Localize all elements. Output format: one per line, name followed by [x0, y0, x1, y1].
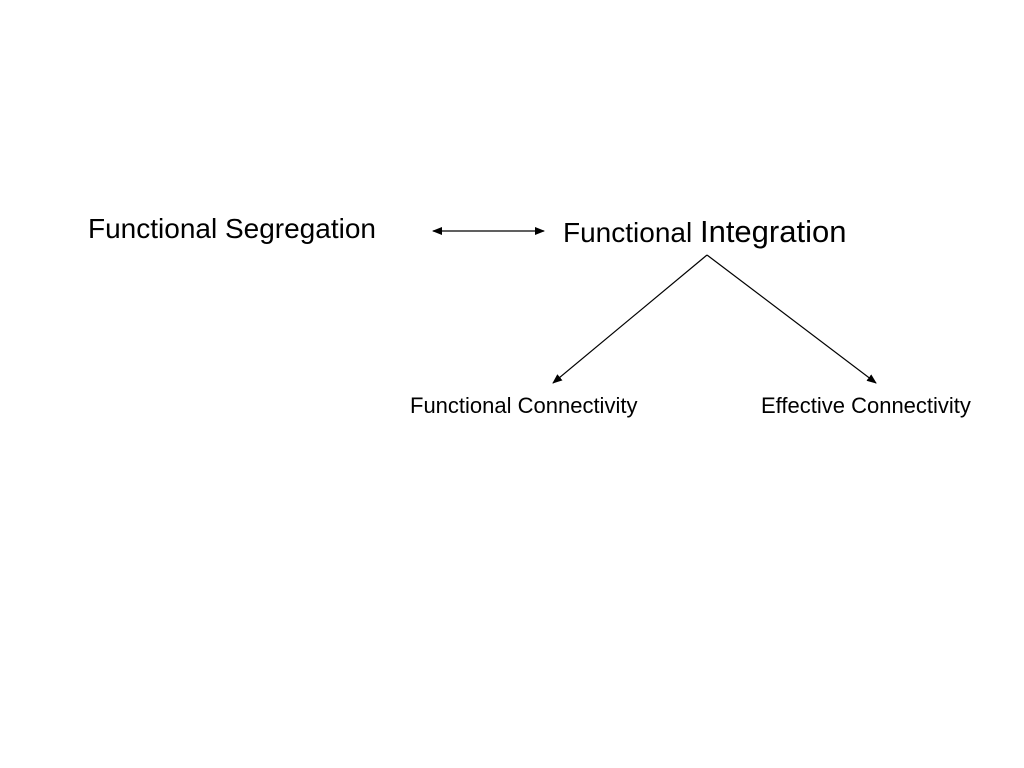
integration-word-text: Integration	[699, 214, 847, 249]
functional-integration-label: Functional Integration	[563, 216, 846, 247]
functional-segregation-label: Functional Segregation	[88, 213, 376, 244]
integration-to-effective-connectivity-arrow	[706, 254, 877, 384]
integration-prefix-text: Functional	[563, 217, 693, 248]
integration-to-functional-connectivity-arrow	[552, 254, 708, 384]
effective-connectivity-label: Effective Connectivity	[761, 393, 971, 418]
functional-connectivity-label: Functional Connectivity	[410, 393, 638, 418]
